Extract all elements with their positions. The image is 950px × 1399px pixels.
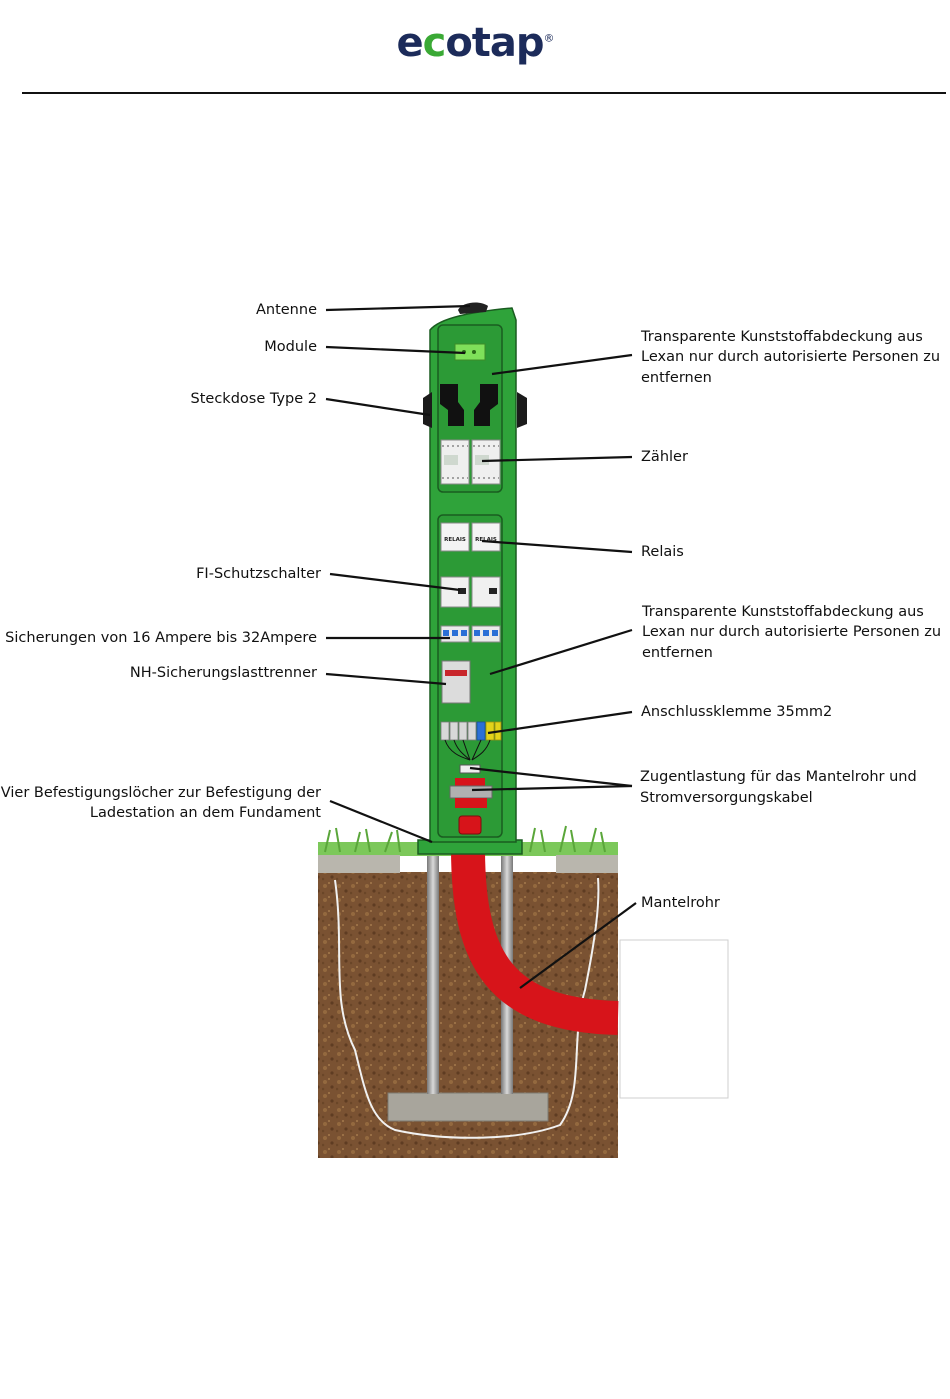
strain-relief-conduit-stub	[455, 798, 487, 808]
label-cover-top-1: Transparente Kunststoffabdeckung aus	[641, 329, 923, 345]
label-nh-sicherungslasttrenner: NH-Sicherungslasttrenner	[129, 665, 317, 681]
anchor-rod-left	[427, 856, 439, 1094]
relay-left-text: RELAIS	[444, 537, 466, 543]
strain-relief-cap	[455, 778, 485, 786]
foundation-slab	[387, 1092, 549, 1122]
wiring	[444, 739, 491, 761]
relay-right-text: RELAIS	[475, 537, 497, 543]
nh-switch-stripe	[445, 670, 467, 676]
rcd-right-switch	[489, 588, 497, 594]
socket-type2-left	[440, 384, 464, 426]
mantelrohr-conduit	[451, 847, 619, 1035]
label-module: Module	[264, 339, 317, 355]
logo-text-prefix: e	[396, 20, 423, 66]
label-cover-top-3: entfernen	[641, 370, 712, 386]
label-cover-bottom-1: Transparente Kunststoffabdeckung aus	[642, 604, 924, 620]
concrete-right	[556, 855, 618, 873]
red-indicator	[458, 815, 482, 835]
strain-relief-gland	[449, 785, 493, 799]
logo-text-c: c	[422, 20, 447, 66]
label-relais: Relais	[641, 544, 684, 560]
nh-switch	[441, 660, 471, 704]
terminal-block	[440, 721, 502, 741]
label-fi-schutzschalter: FI-Schutzschalter	[196, 566, 321, 582]
socket-left-housing	[423, 392, 432, 428]
rcd-left-switch	[458, 588, 466, 594]
ecotap-logo: ecotap®	[0, 20, 950, 66]
grass-blades	[324, 825, 606, 853]
label-zaehler: Zähler	[641, 449, 688, 465]
registered-mark: ®	[543, 31, 555, 45]
label-sicherungen: Sicherungen von 16 Ampere bis 32Ampere	[5, 630, 317, 646]
label-cover-bottom-3: entfernen	[642, 645, 713, 661]
label-steckdose: Steckdose Type 2	[190, 391, 317, 407]
label-anschlussklemme: Anschlussklemme 35mm2	[641, 704, 833, 720]
relay-left	[440, 522, 470, 552]
label-cover-top-2: Lexan nur durch autorisierte Personen zu	[641, 349, 941, 365]
label-zugentlastung-2: Stromversorgungskabel	[640, 790, 813, 806]
rcd-right	[471, 576, 501, 608]
logo-text-suffix: otap	[445, 20, 544, 66]
socket-right-housing	[517, 392, 527, 428]
label-cover-bottom-2: Lexan nur durch autorisierte Personen zu	[642, 624, 942, 640]
header-divider	[22, 92, 946, 94]
module-led	[472, 350, 476, 354]
socket-type2-right	[474, 384, 498, 426]
foundation-pit-outline	[334, 877, 600, 1139]
label-zugentlastung-1: Zugentlastung für das Mantelrohr und	[640, 769, 917, 785]
leader-lines	[325, 304, 637, 989]
concrete-left	[318, 855, 400, 873]
label-antenne: Antenne	[255, 302, 317, 318]
relay-right	[471, 522, 501, 552]
label-vier-befestigungsloecher-1: Vier Befestigungslöcher zur Befestigung …	[0, 785, 321, 801]
label-mantelrohr: Mantelrohr	[641, 895, 720, 911]
empty-frame	[619, 939, 729, 1099]
label-vier-befestigungsloecher-2: Ladestation an dem Fundament	[89, 805, 321, 821]
